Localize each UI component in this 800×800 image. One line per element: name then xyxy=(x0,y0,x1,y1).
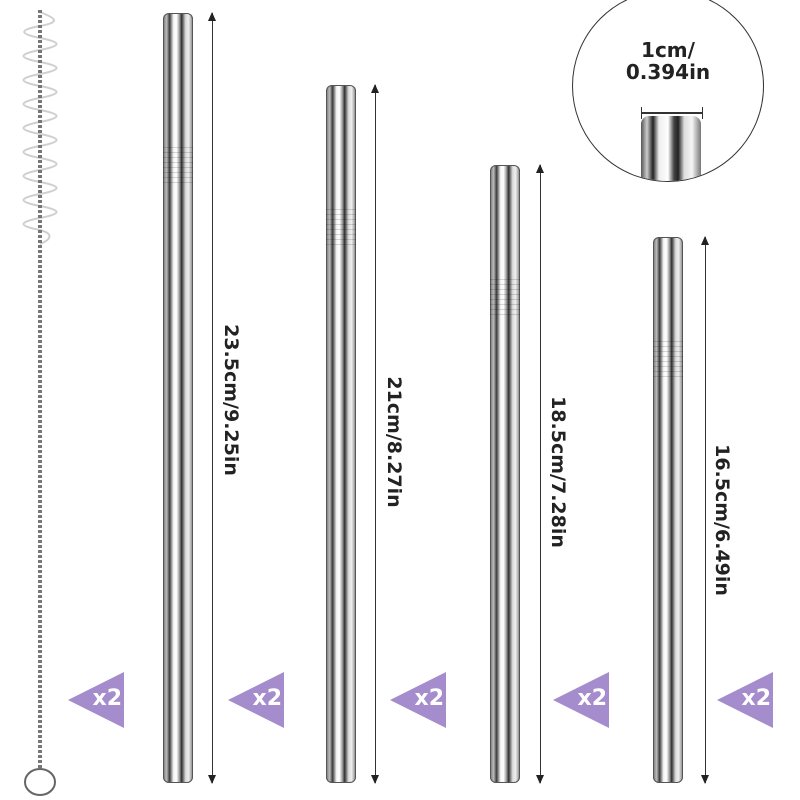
diameter-callout: 1cm/ 0.394in xyxy=(572,0,764,182)
length-arrow-3 xyxy=(536,164,544,784)
length-label-4: 16.5cm/6.49in xyxy=(711,444,733,596)
quantity-label: x2 xyxy=(252,686,283,711)
straw-1 xyxy=(163,13,193,783)
straw-1-quantity-badge: x2 xyxy=(228,672,284,728)
diameter-in: 0.394in xyxy=(625,60,711,84)
diameter-dimension-line xyxy=(641,107,703,119)
quantity-label: x2 xyxy=(414,686,445,711)
straw-closeup xyxy=(641,116,701,181)
length-label-1: 23.5cm/9.25in xyxy=(220,324,242,476)
length-arrow-4 xyxy=(701,236,709,784)
length-arrow-2 xyxy=(371,84,379,784)
length-arrow-1 xyxy=(208,12,216,784)
length-label-3: 18.5cm/7.28in xyxy=(547,396,569,548)
diameter-cm: 1cm/ xyxy=(641,38,695,62)
diameter-label: 1cm/ 0.394in xyxy=(573,39,763,83)
length-label-2: 21cm/8.27in xyxy=(383,376,405,508)
quantity-label: x2 xyxy=(92,686,123,711)
straw-4-quantity-badge: x2 xyxy=(717,672,773,728)
straw-2 xyxy=(326,85,356,783)
quantity-label: x2 xyxy=(577,686,608,711)
straw-3-quantity-badge: x2 xyxy=(553,672,609,728)
cleaning-brush xyxy=(22,10,58,796)
quantity-label: x2 xyxy=(741,686,772,711)
straw-2-quantity-badge: x2 xyxy=(390,672,446,728)
straw-3 xyxy=(490,165,520,783)
straw-4 xyxy=(653,237,683,783)
brush-quantity-badge: x2 xyxy=(68,672,124,728)
